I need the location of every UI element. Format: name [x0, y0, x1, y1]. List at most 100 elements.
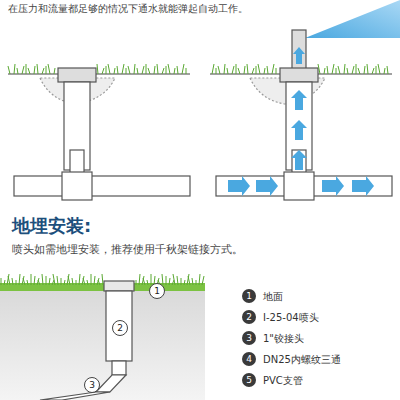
- part-name: DN25内螺纹三通: [263, 353, 341, 367]
- grass-blade: [102, 274, 103, 285]
- grass-blade: [126, 68, 127, 74]
- grass-blade: [162, 68, 164, 74]
- grass-blade: [267, 66, 268, 74]
- grass-blade: [137, 68, 138, 74]
- grass-blade: [38, 280, 40, 285]
- grass-blade: [247, 64, 248, 74]
- grass-blade: [117, 66, 118, 74]
- grass-blade: [1, 278, 2, 285]
- grass-blade: [148, 68, 150, 74]
- grass-blade: [8, 276, 10, 285]
- grass-blade: [347, 68, 348, 74]
- grass-blade: [91, 274, 92, 285]
- grass-blade: [192, 278, 193, 285]
- grass-blade: [364, 66, 365, 74]
- grass-blade: [199, 274, 200, 285]
- grass-blade: [114, 68, 115, 74]
- grass-blade: [4, 280, 5, 285]
- grass-blade: [356, 64, 357, 74]
- grass-blade: [318, 64, 320, 74]
- grass-blade: [224, 64, 225, 74]
- grass-blade: [134, 64, 135, 74]
- grass-blade: [54, 68, 55, 74]
- grass-blade: [387, 66, 388, 74]
- grass-blade: [52, 280, 54, 285]
- grass-blade: [12, 278, 13, 285]
- grass-blade: [72, 278, 73, 285]
- callout-number: 2: [242, 310, 256, 324]
- grass-blade: [344, 64, 345, 74]
- callout-number: 3: [84, 377, 100, 393]
- grass-blade: [17, 68, 18, 74]
- callout-number: 1: [149, 283, 165, 299]
- grass-blade: [108, 64, 110, 74]
- part-name: I-25-04喷头: [263, 311, 319, 325]
- grass-blade: [68, 276, 70, 285]
- grass-blade: [19, 274, 20, 285]
- grass-blade: [182, 64, 184, 74]
- grass-blade: [177, 276, 178, 285]
- intro-text: 在压力和流量都足够的情况下通水就能弹起自动工作。: [8, 2, 248, 16]
- callout-number: 5: [242, 373, 256, 387]
- grass-blade: [151, 274, 152, 285]
- grass-blade: [142, 276, 144, 285]
- grass-blade: [327, 66, 328, 74]
- grass-blade: [256, 66, 257, 74]
- grass-blade: [128, 66, 130, 74]
- grass-blade: [367, 64, 368, 74]
- grass-blade: [372, 68, 374, 74]
- grass-blade: [236, 64, 237, 74]
- grass-blade: [154, 66, 155, 74]
- section-heading: 地埋安装:: [12, 214, 91, 238]
- grass-blade: [22, 276, 24, 285]
- grass-blade: [64, 280, 65, 285]
- grass-blade: [34, 66, 35, 74]
- grass-blade: [332, 64, 334, 74]
- grass-blade: [143, 278, 145, 285]
- grass-blade: [186, 68, 187, 74]
- grass-blade: [157, 64, 158, 74]
- grass-blade: [106, 66, 107, 74]
- grass-blade: [97, 64, 98, 74]
- grass-blade: [16, 280, 17, 285]
- grass-blade: [232, 66, 234, 74]
- grass-blade: [212, 64, 214, 74]
- grass-blade: [216, 68, 217, 74]
- grass-blade: [358, 68, 360, 74]
- grass-blade: [188, 276, 190, 285]
- grass-blade: [244, 66, 245, 74]
- grass-blade: [87, 280, 88, 285]
- grass-blade: [48, 64, 50, 74]
- grass-blade: [218, 66, 220, 74]
- grass-blade: [338, 66, 340, 74]
- grass-blade: [83, 278, 85, 285]
- grass-blade: [258, 64, 260, 74]
- grass-blade: [76, 280, 77, 285]
- grass-blade: [252, 68, 254, 74]
- grass-blade: [23, 278, 25, 285]
- grass-blade: [82, 276, 84, 285]
- grass-blade: [238, 68, 240, 74]
- grass-blade: [28, 68, 30, 74]
- part-name: 地面: [263, 290, 283, 304]
- callout-number: 3: [242, 331, 256, 345]
- grass-blade: [37, 278, 39, 285]
- grass-blade: [202, 276, 204, 285]
- body-text: 喷头如需地埋安装，推荐使用千秋架链接方式。: [12, 242, 243, 257]
- grass-blade: [227, 68, 228, 74]
- grass-blade: [264, 68, 265, 74]
- grass-blade: [147, 280, 148, 285]
- grass-blade: [181, 278, 182, 285]
- grass-blade: [196, 280, 197, 285]
- grass-blade: [276, 68, 277, 74]
- part-name: 1"铰接头: [263, 332, 304, 346]
- grass-blade: [22, 66, 24, 74]
- grass-blade: [57, 276, 58, 285]
- grass-blade: [37, 64, 38, 74]
- grass-blade: [7, 274, 9, 285]
- grass-blade: [79, 274, 80, 285]
- grass-blade: [98, 280, 100, 285]
- grass-blade: [49, 278, 50, 285]
- grass-blade: [187, 274, 189, 285]
- grass-blade: [166, 276, 167, 285]
